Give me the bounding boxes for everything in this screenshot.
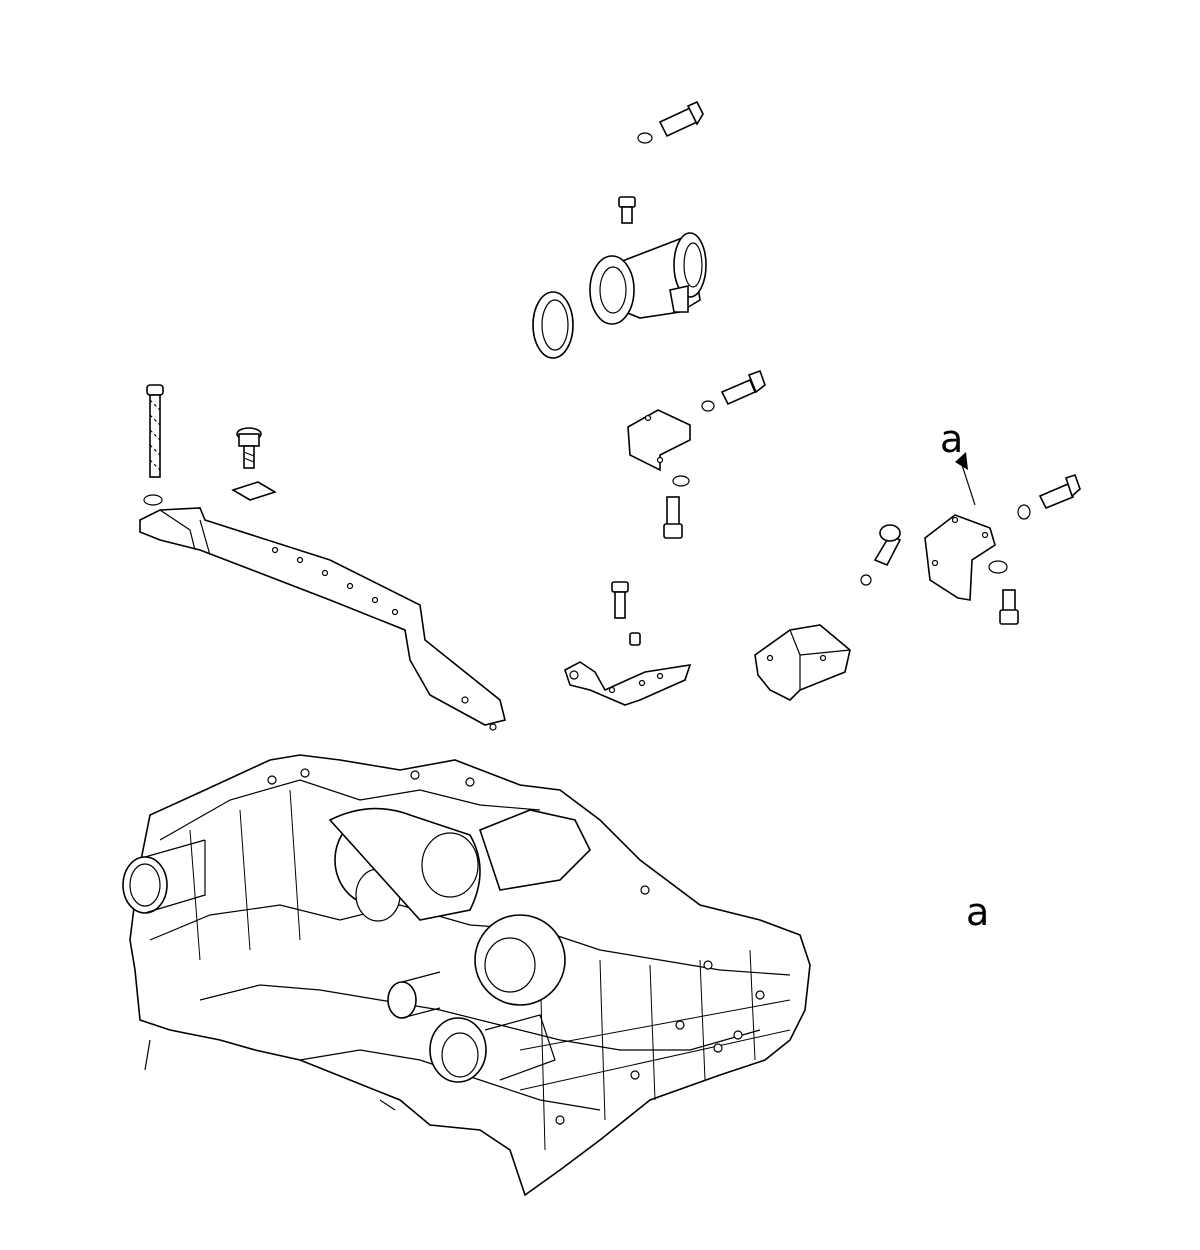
flange-bolt-left [236, 427, 262, 469]
gasket-upper [532, 291, 574, 359]
nut-plate [629, 632, 641, 646]
washer-right-top [1017, 504, 1031, 520]
bolt-mid-top [618, 196, 636, 224]
bracket-upper [627, 409, 691, 472]
bolt-top [658, 100, 704, 138]
view-arrow-top [955, 452, 976, 506]
stay-bar [139, 507, 506, 731]
washer-bracket-lower [672, 475, 690, 487]
view-label-bottom: a [966, 890, 990, 934]
long-bolt [146, 384, 164, 478]
bolt-bracket-right [720, 369, 766, 406]
bolt-support [873, 524, 902, 567]
washer-right-mid [988, 560, 1008, 574]
bracket-plate [564, 661, 692, 706]
washer-support [860, 574, 872, 586]
washer-left [143, 494, 163, 506]
washer-top [637, 132, 653, 144]
washer-bracket [701, 400, 715, 412]
support-block [754, 624, 851, 701]
bolt-plate [611, 581, 629, 619]
view-label-top: a [940, 417, 964, 461]
bolt-right-mid [999, 589, 1019, 625]
bracket-right [924, 514, 996, 601]
bolt-bracket-lower [663, 496, 683, 539]
engine-assembly [122, 754, 811, 1197]
bolt-right-top [1038, 473, 1081, 510]
plate-left [231, 481, 277, 501]
elbow-pipe-upper [589, 232, 707, 325]
